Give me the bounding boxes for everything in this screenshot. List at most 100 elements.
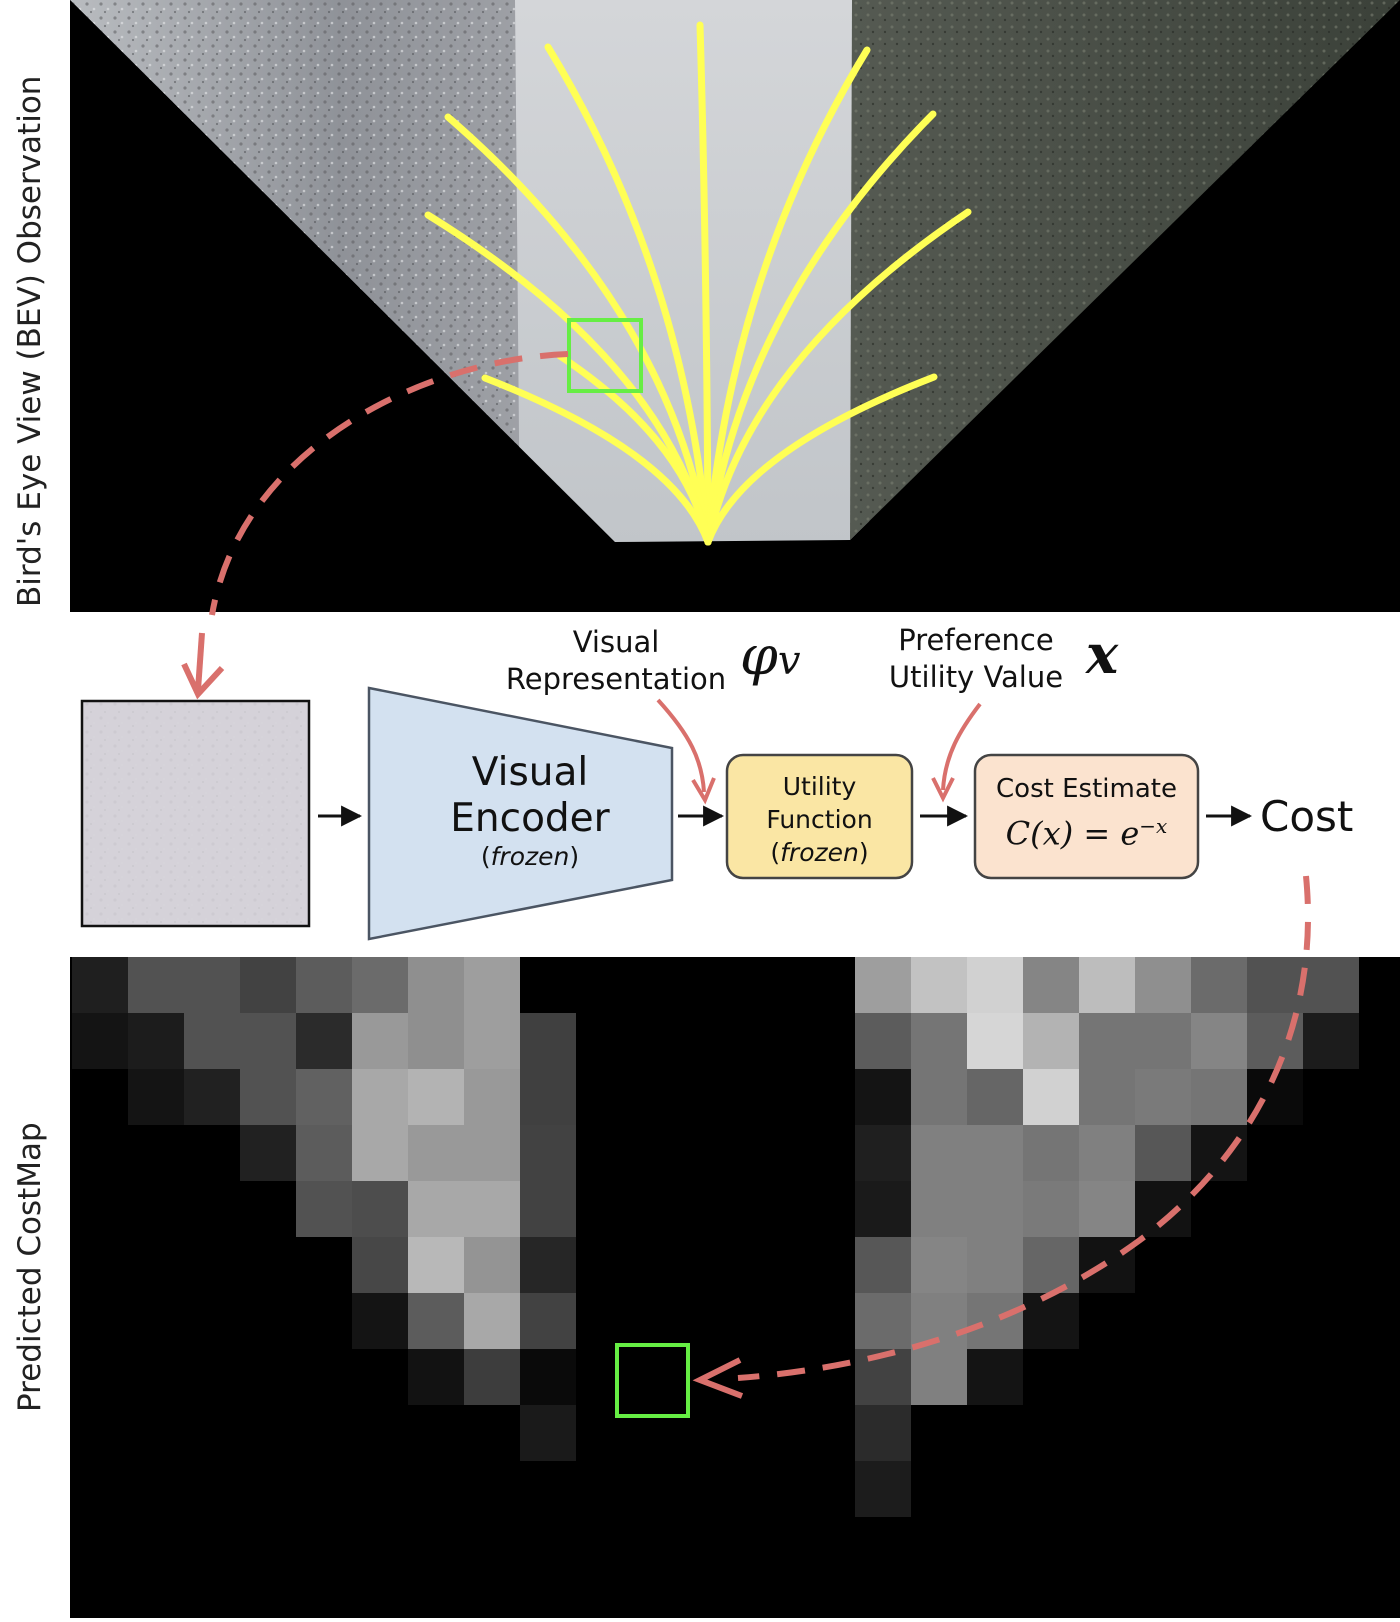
costmap-right-cell-0-8 [1303,957,1359,1013]
costmap-left-cell-2-5 [352,1069,408,1125]
costmap-left-cell-3-4 [296,1125,352,1181]
cost-projection-arrow-head [692,1357,744,1399]
x-symbol: x [1086,622,1119,686]
visual-rep-line2: Representation [505,662,727,697]
preference-utility-label: Preference Utility Value [880,622,1072,696]
costmap-left-cell-5-6 [408,1237,464,1293]
costmap-right-cell-5-2 [967,1237,1023,1293]
utility-line2: Function [766,805,873,834]
cost-estimate-block [973,753,1200,880]
costmap-right-cell-5-3 [1023,1237,1079,1293]
costmap-right-cell-3-1 [911,1125,967,1181]
image-patch-texture [82,701,309,926]
costmap-left-cell-6-7 [464,1293,520,1349]
costmap-left-cell-0-6 [408,957,464,1013]
encoder-note-text: frozen [490,842,570,871]
selected-patch-box [567,318,643,393]
costmap-right-cell-7-1 [911,1349,967,1405]
utility-note: (frozen) [770,838,869,867]
costmap-right-cell-1-5 [1135,1013,1191,1069]
preference-pointer-head [931,777,955,803]
encoder-note: (frozen) [480,842,580,871]
cost-output-label: Cost [1260,792,1354,841]
costmap-right-cell-7-2 [967,1349,1023,1405]
trajectory-8 [704,373,938,546]
costmap-cells [72,957,1359,1517]
encoder-line1: Visual [471,750,589,795]
costmap-right-cell-3-2 [967,1125,1023,1181]
visual-rep-pointer [656,698,706,793]
phi-glyph: φ [740,624,778,687]
costmap-left-cell-4-7 [464,1181,520,1237]
costmap-left-cell-3-5 [352,1125,408,1181]
costmap-right-cell-5-1 [911,1237,967,1293]
costmap-right-cell-6-0 [855,1293,911,1349]
costmap-right-cell-0-0 [855,957,911,1013]
costmap-right-cell-0-4 [1079,957,1135,1013]
costmap-left-cell-1-6 [408,1013,464,1069]
phi-subscript: v [777,638,801,684]
costmap-right-cell-3-6 [1191,1125,1247,1181]
costmap-right-cell-8-0 [855,1405,911,1461]
costmap-left-cell-7-8 [520,1349,576,1405]
costmap-left-cell-6-6 [408,1293,464,1349]
costmap-right-cell-2-5 [1135,1069,1191,1125]
costmap-right-cell-0-3 [1023,957,1079,1013]
costmap-right-cell-4-5 [1135,1181,1191,1237]
utility-function-block [725,753,914,880]
costmap-right-cell-1-2 [967,1013,1023,1069]
costmap-left-cell-1-4 [296,1013,352,1069]
costmap-left-cell-2-1 [128,1069,184,1125]
costmap-left-cell-1-3 [240,1013,296,1069]
costmap-left-cell-8-8 [520,1405,576,1461]
costmap-left-cell-6-8 [520,1293,576,1349]
costmap-left-cell-3-7 [464,1125,520,1181]
costmap-left-cell-1-0 [72,1013,128,1069]
costmap-left-cell-0-7 [464,957,520,1013]
costmap-right-cell-4-4 [1079,1181,1135,1237]
costmap-right-cell-9-0 [855,1461,911,1517]
cost-projection-arrow [737,875,1311,1381]
visual-representation-label: Visual Representation [500,624,732,698]
costmap-right-cell-0-7 [1247,957,1303,1013]
costmap-left-cell-1-7 [464,1013,520,1069]
costmap-left-cell-2-4 [296,1069,352,1125]
costmap-right-cell-2-2 [967,1069,1023,1125]
costmap-right-cell-1-4 [1079,1013,1135,1069]
utility-text: Utility Function (frozen) [727,770,912,869]
costmap-right-cell-4-3 [1023,1181,1079,1237]
pref-line1: Preference [898,623,1054,657]
costmap-left-cell-0-3 [240,957,296,1013]
encoder-text: Visual Encoder (frozen) [430,750,630,872]
costmap-right-cell-6-3 [1023,1293,1079,1349]
costmap-left-cell-0-1 [128,957,184,1013]
pipeline [80,686,1253,941]
costmap-left-cell-1-5 [352,1013,408,1069]
trajectory-4 [704,110,937,546]
patch-extraction-arrow-head [181,662,225,700]
costmap-left-cell-3-8 [520,1125,576,1181]
costmap-left-cell-1-8 [520,1013,576,1069]
costmap-left-cell-5-8 [520,1237,576,1293]
phi-symbol: φv [740,624,800,687]
costmap-right-cell-2-0 [855,1069,911,1125]
costmap-right-cell-2-4 [1079,1069,1135,1125]
encoder-line2: Encoder [450,796,610,841]
trajectory-1 [544,43,712,546]
costmap-right-cell-2-3 [1023,1069,1079,1125]
costmap-left-cell-6-5 [352,1293,408,1349]
costmap-left-cell-2-6 [408,1069,464,1125]
costmap-right-cell-3-4 [1079,1125,1135,1181]
costmap-left-cell-4-4 [296,1181,352,1237]
costmap-left-cell-3-6 [408,1125,464,1181]
costmap-left-cell-3-3 [240,1125,296,1181]
costmap-axis-label: Predicted CostMap [12,1122,48,1412]
costmap-right-cell-3-0 [855,1125,911,1181]
costmap-left-cell-4-8 [520,1181,576,1237]
costmap-right-cell-4-0 [855,1181,911,1237]
costmap-left-cell-1-1 [128,1013,184,1069]
cost-formula-exponent: −x [1139,814,1168,838]
trajectory-6 [704,208,972,546]
